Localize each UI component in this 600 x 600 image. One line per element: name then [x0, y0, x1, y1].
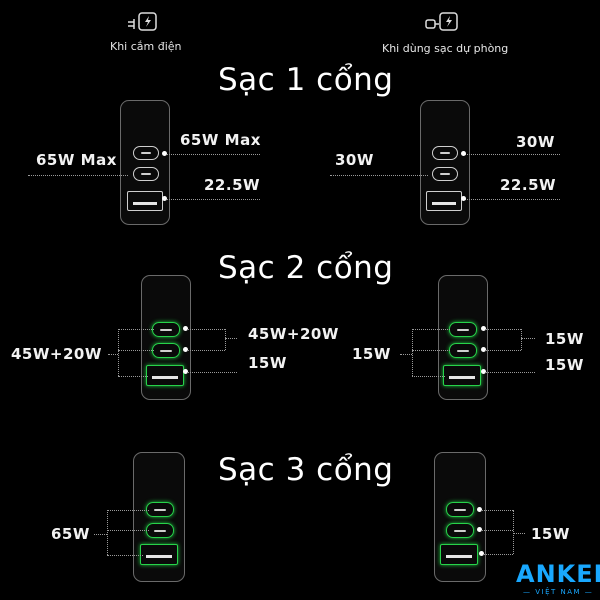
section-3-title: Sạc 3 cổng — [218, 452, 394, 488]
usba-port — [426, 191, 462, 211]
s2-right-port3-label: 15W — [545, 356, 584, 374]
s2-left-port3-label: 15W — [248, 354, 287, 372]
usbc-port-2-active — [152, 343, 180, 358]
plug-caption: Khi cắm điện — [110, 40, 182, 53]
section-1-title: Sạc 1 cổng — [218, 62, 394, 98]
brand-logo: ANKER — [516, 560, 600, 588]
powerbank-caption: Khi dùng sạc dự phòng — [382, 42, 509, 55]
usbc-port-2 — [432, 167, 458, 181]
usbc-port-1-active — [146, 502, 174, 517]
s2-right-outer-label: 15W — [352, 345, 391, 363]
usbc-port-1 — [432, 146, 458, 160]
usbc-port-1-active — [446, 502, 474, 517]
usba-port — [127, 191, 163, 211]
s3-right-outer-label: 15W — [531, 525, 570, 543]
s1-right-outer-label: 30W — [335, 151, 374, 169]
s1-left-port1-label: 65W Max — [180, 131, 261, 149]
s1-left-port3-label: 22.5W — [204, 176, 261, 194]
s1-right-port3-label: 22.5W — [500, 176, 557, 194]
usba-port-active — [140, 544, 178, 565]
usbc-port-2-active — [446, 523, 474, 538]
usba-port-active — [440, 544, 478, 565]
usba-port-active — [443, 365, 481, 386]
section-2-title: Sạc 2 cổng — [218, 250, 394, 286]
s1-left-outer-label: 65W Max — [36, 151, 117, 169]
brand-subtitle: — VIỆT NAM — — [523, 588, 594, 596]
usbc-port-2-active — [146, 523, 174, 538]
s2-left-outer-label: 45W+20W — [11, 345, 102, 363]
usbc-port-2-active — [449, 343, 477, 358]
usbc-port-2 — [133, 167, 159, 181]
usbc-port-1 — [133, 146, 159, 160]
usbc-port-1-active — [449, 322, 477, 337]
plug-charging-icon — [126, 10, 158, 32]
s2-left-port1-label: 45W+20W — [248, 325, 339, 343]
usbc-port-1-active — [152, 322, 180, 337]
s2-right-port1-label: 15W — [545, 330, 584, 348]
s1-right-port1-label: 30W — [516, 133, 555, 151]
charger-3-left — [133, 452, 185, 582]
usba-port-active — [146, 365, 184, 386]
s3-left-outer-label: 65W — [51, 525, 90, 543]
powerbank-charging-icon — [424, 10, 460, 34]
